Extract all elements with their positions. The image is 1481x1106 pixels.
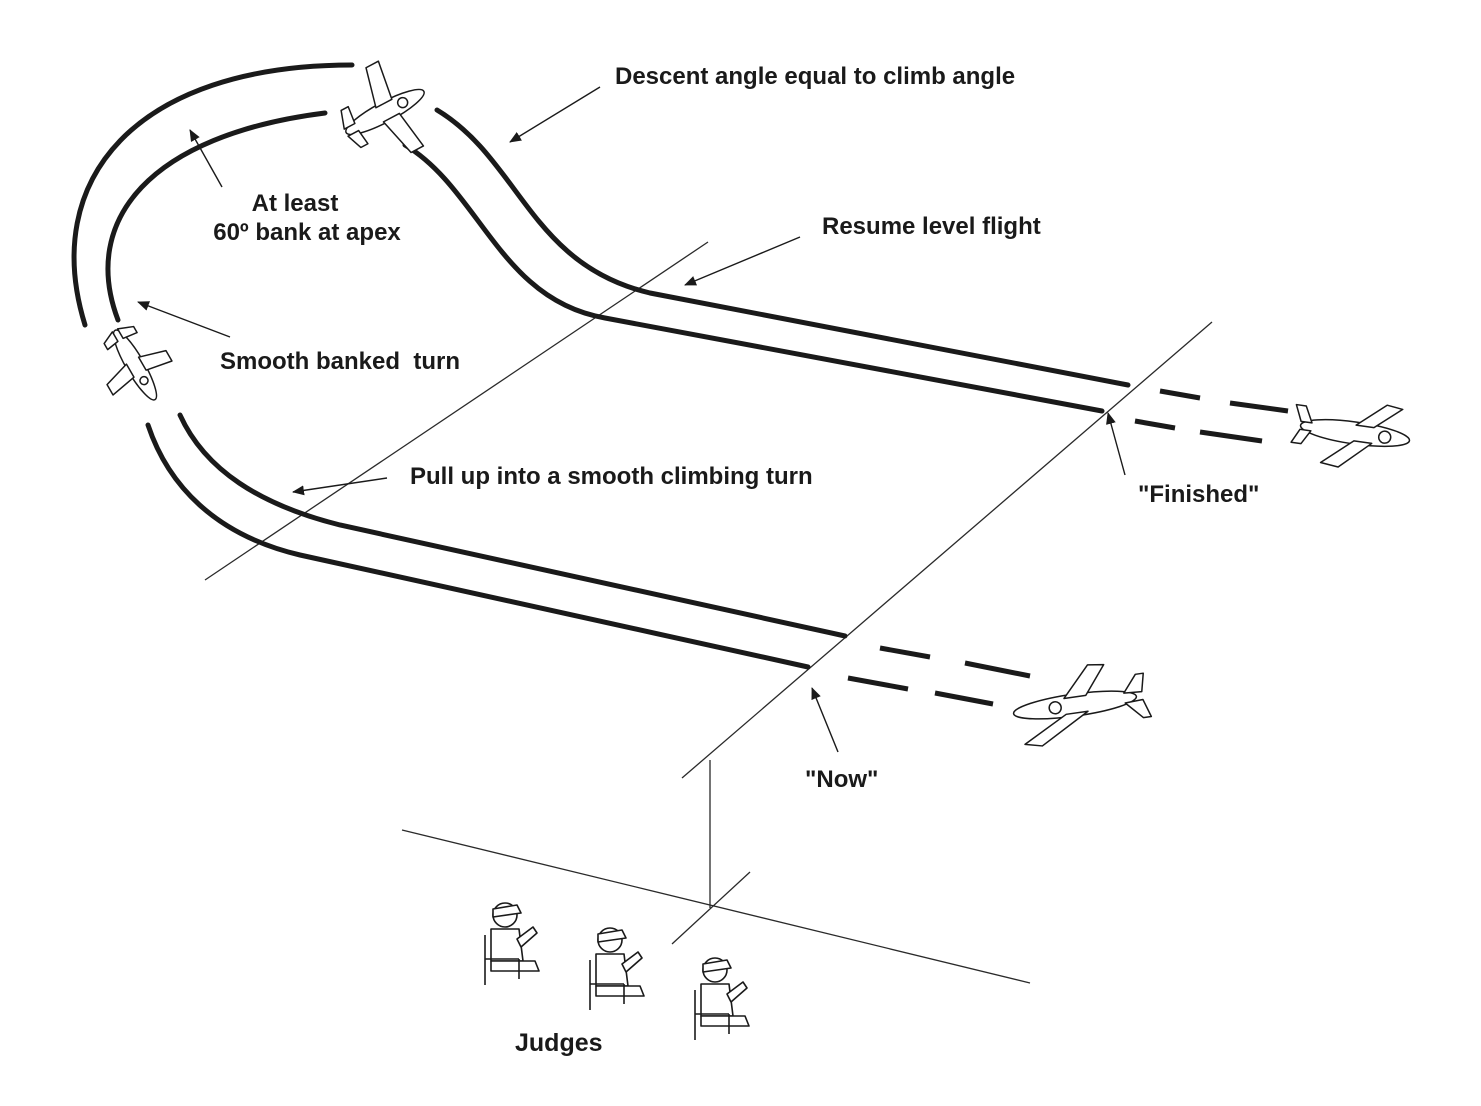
exit-path-upper xyxy=(434,107,1131,388)
exit-dash xyxy=(1159,388,1201,401)
judges-group xyxy=(484,902,750,1040)
flight-path xyxy=(71,62,1289,707)
pull-up-reference-line xyxy=(204,241,709,581)
entry-dash xyxy=(847,675,909,692)
ground-line xyxy=(401,829,1031,984)
judge-icon xyxy=(589,927,645,1010)
turn-outer-arc xyxy=(71,62,355,328)
exit-dash xyxy=(1229,400,1289,414)
arrowhead-icon xyxy=(1106,412,1126,476)
label-bank-line2: 60º bank at apex xyxy=(213,219,401,246)
label-descent: Descent angle equal to climb angle xyxy=(615,63,1015,90)
entry-path-lower xyxy=(145,422,811,670)
airplane-icon xyxy=(1290,403,1411,468)
airplane-icon xyxy=(340,60,425,154)
exit-dash xyxy=(1134,418,1176,431)
exit-path-lower xyxy=(402,142,1105,414)
arrowhead-icon xyxy=(292,477,388,496)
arrowhead-icon xyxy=(811,687,839,753)
label-bank-line1: At least xyxy=(252,190,339,217)
label-judges: Judges xyxy=(515,1029,603,1057)
entry-dash xyxy=(879,645,931,660)
judge-icon xyxy=(484,902,540,985)
reference-lines xyxy=(204,241,1213,984)
entry-dash xyxy=(934,690,994,707)
arrowhead-icon xyxy=(509,86,601,143)
pointer-arrows xyxy=(137,86,1126,753)
arrowhead-icon xyxy=(684,236,801,286)
label-resume: Resume level flight xyxy=(822,213,1041,240)
exit-dash xyxy=(1199,429,1263,444)
labels: Descent angle equal to climb angle At le… xyxy=(213,63,1259,1057)
judges-line xyxy=(681,321,1213,779)
arrowhead-icon xyxy=(189,129,223,188)
label-now: "Now" xyxy=(805,766,878,793)
label-smooth-turn: Smooth banked turn xyxy=(220,348,460,375)
label-finished: "Finished" xyxy=(1138,481,1259,508)
airplane-icon xyxy=(103,325,173,401)
label-pull-up: Pull up into a smooth climbing turn xyxy=(410,463,813,490)
entry-dash xyxy=(964,660,1031,679)
entry-path-upper xyxy=(177,412,848,639)
ground-cross-line xyxy=(671,871,751,945)
airplane-icon xyxy=(1012,663,1153,747)
arrowhead-icon xyxy=(137,301,231,338)
judge-icon xyxy=(694,957,750,1040)
airplanes xyxy=(103,60,1411,747)
turn-inner-arc xyxy=(105,110,328,323)
